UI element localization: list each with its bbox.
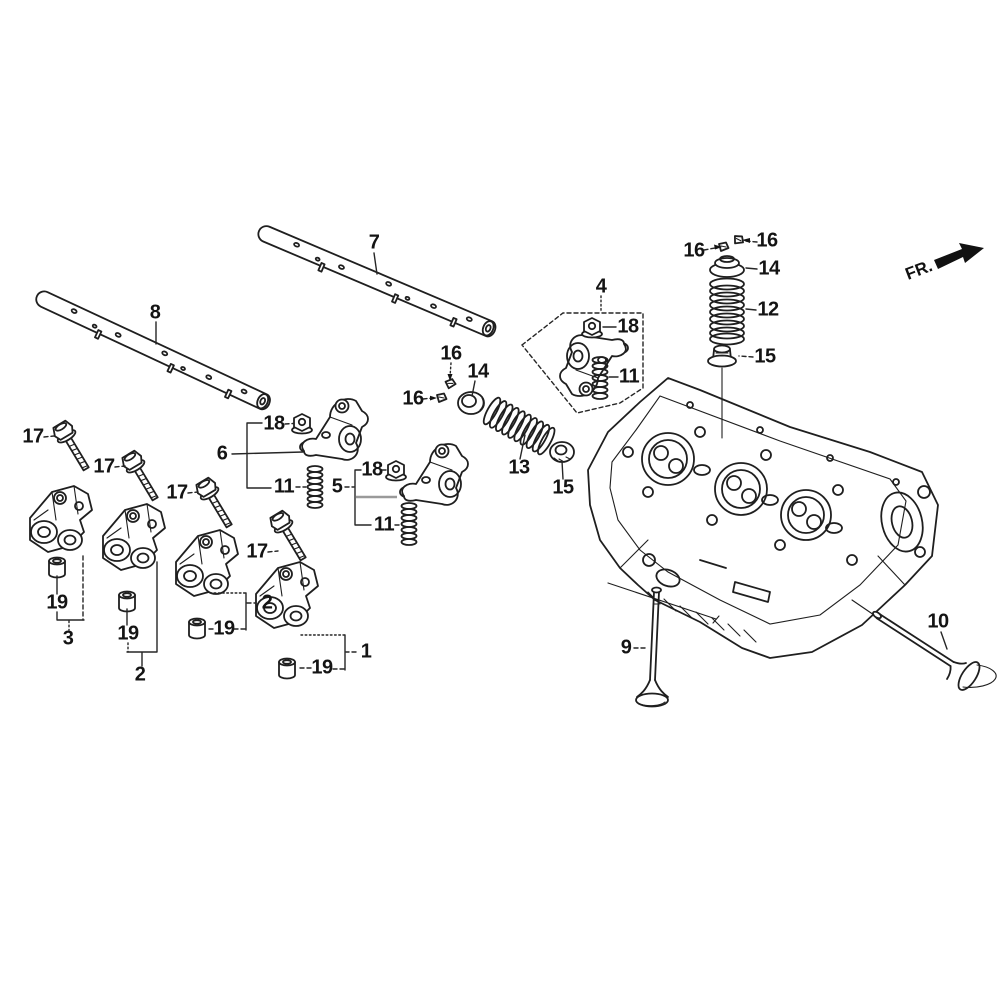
callout-19-label: 19 (311, 656, 333, 679)
bolt-17-b (118, 448, 165, 505)
nut-18-a (581, 317, 603, 339)
valve-spring-stack (707, 233, 746, 368)
callout-13-label: 13 (508, 456, 530, 479)
callout-16-label: 16 (683, 239, 705, 262)
cotter-16-c (444, 377, 458, 390)
front-arrow-icon (934, 243, 984, 269)
cap-19-c (188, 617, 206, 640)
bolt-17-c (192, 475, 239, 532)
callout-12-label: 12 (757, 298, 779, 321)
cylinder-head (587, 377, 939, 659)
callout-19-label: 19 (46, 591, 68, 614)
rocker-assembly-3 (29, 485, 93, 553)
rocker-arm-4 (559, 334, 629, 397)
callout-2-label: 2 (134, 663, 146, 686)
leader-lines (43, 238, 948, 671)
callout-18-label: 18 (617, 315, 639, 338)
callout-10-label: 10 (927, 610, 949, 633)
callout-17-label: 17 (166, 481, 188, 504)
callout-1-label: 1 (360, 640, 372, 663)
callout-8-label: 8 (149, 301, 161, 324)
bolt-17-a (49, 418, 96, 475)
callout-6-label: 6 (216, 442, 228, 465)
callout-7-label: 7 (368, 231, 380, 254)
spring-11-b (306, 465, 324, 509)
callout-18-label: 18 (263, 412, 285, 435)
exhaust-valve-10 (872, 610, 997, 691)
callout-2-label: 2 (261, 591, 273, 614)
rocker-arm-5 (399, 443, 469, 506)
callout-14-label: 14 (758, 257, 780, 280)
callout-4-label: 4 (595, 275, 607, 298)
nut-18-c (385, 460, 407, 482)
callout-14-label: 14 (467, 360, 489, 383)
cap-19-a (48, 556, 66, 579)
front-label: FR. (903, 256, 935, 284)
callout-16-label: 16 (440, 342, 462, 365)
group-4-boundary (521, 312, 644, 414)
callout-19-label: 19 (117, 622, 139, 645)
front-direction-indicator: FR. (903, 243, 984, 284)
callout-18-label: 18 (361, 458, 383, 481)
spring-11-c (400, 502, 418, 546)
callout-5-label: 5 (331, 475, 343, 498)
rocker-assembly-2a (102, 503, 166, 571)
callout-15-label: 15 (754, 345, 776, 368)
callout-9-label: 9 (620, 636, 632, 659)
callout-3-label: 3 (62, 627, 74, 650)
spring-retainer-14-mid (457, 391, 485, 415)
bolt-17-d (266, 508, 313, 565)
callout-11-label: 11 (618, 365, 640, 388)
cotter-16-d (436, 392, 448, 403)
rocker-assembly-2b (175, 529, 239, 597)
callout-17-label: 17 (22, 425, 44, 448)
callout-15-label: 15 (552, 476, 574, 499)
intake-valve-9 (635, 586, 669, 708)
callout-16-label: 16 (402, 387, 424, 410)
cap-19-d (278, 657, 296, 680)
callout-17-label: 17 (93, 455, 115, 478)
callout-17-label: 17 (246, 540, 268, 563)
spring-seat-15 (707, 344, 737, 368)
valve-spring-13 (482, 396, 556, 456)
callout-19-label: 19 (213, 617, 235, 640)
callout-11-label: 11 (273, 475, 295, 498)
callout-11-label: 11 (373, 513, 395, 536)
nut-18-b (291, 413, 313, 435)
callout-16-label: 16 (756, 229, 778, 252)
spring-retainer-14 (709, 255, 745, 278)
spring-seat-15-mid (549, 441, 575, 463)
valve-spring-12 (709, 277, 745, 346)
